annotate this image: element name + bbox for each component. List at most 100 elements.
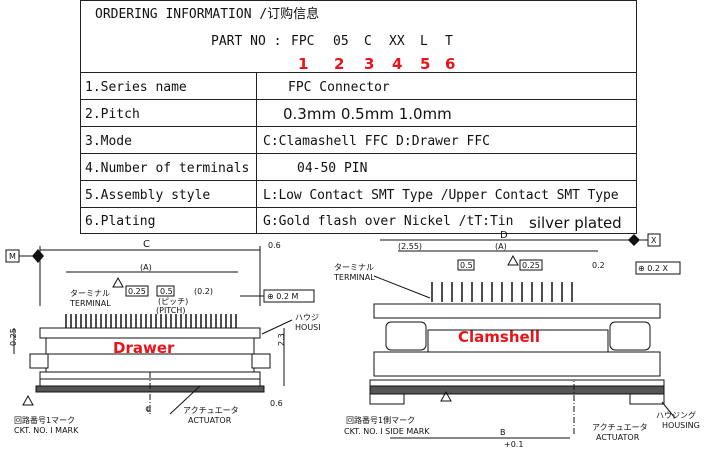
dim-05-label: 0.5 <box>460 261 473 270</box>
clamshell-title: Clamshell <box>458 328 540 346</box>
part-no-label: PART NO : <box>211 34 282 49</box>
note-triangle-icon <box>440 390 452 402</box>
position-number-1: 1 <box>298 55 309 73</box>
dim-05-label: 0.5 <box>160 287 173 296</box>
housing-rail <box>369 379 665 387</box>
housing-top <box>39 327 261 339</box>
datum-triangle-icon <box>628 234 640 246</box>
table-rule <box>81 233 636 234</box>
table-rule <box>81 153 636 154</box>
row-value-mode: C:Clamashell FFC D:Drawer FFC <box>263 134 490 149</box>
left-foot <box>369 393 405 405</box>
part-code-3: C <box>364 34 372 49</box>
actuator-jp-label: アクチュエータ <box>592 423 648 432</box>
table-rule <box>81 126 636 127</box>
dim-02-label: (0.2) <box>194 287 213 296</box>
terminal-pins <box>65 314 237 328</box>
table-rule <box>81 99 636 100</box>
row-value-series: FPC Connector <box>288 80 390 95</box>
dim-a-label: (A) <box>495 242 507 251</box>
dim-c-label: C <box>143 239 150 250</box>
part-code-4: XX <box>389 34 405 49</box>
circuit-mark-jp-label: 回路番号1マーク <box>14 415 75 425</box>
clamshell-drawing: D X (2.55) (A) 0.5 0.25 0.2 ターミナル TERMIN… <box>330 230 706 449</box>
terminal-label: TERMINAL <box>69 299 111 308</box>
housing-right-pocket <box>609 321 651 351</box>
actuator-jp-label: アクチュエータ <box>183 406 239 415</box>
ordering-title: ORDERING INFORMATION /订购信息 <box>95 7 320 22</box>
housing-label: HOUSING <box>662 421 700 430</box>
datum-box <box>647 233 661 247</box>
actuator-label: ACTUATOR <box>596 433 640 442</box>
leader-line <box>661 401 676 419</box>
dim-025-label: 0.25 <box>522 261 540 270</box>
circuit-mark-jp-label: 回路番号1側マーク <box>346 415 415 425</box>
centerline-label: ℄ <box>146 405 152 414</box>
leader-line <box>261 319 293 335</box>
dim-025-label: 0.25 <box>128 287 146 296</box>
housing-left-pocket <box>385 321 427 351</box>
plating-extra-note: silver plated <box>526 214 625 232</box>
row-label-series: 1.Series name <box>85 80 187 95</box>
row-label-terminals: 4.Number of terminals <box>85 161 250 176</box>
dim-box <box>156 285 175 297</box>
part-code-6: T <box>445 34 453 49</box>
row-label-assembly: 5.Assembly style <box>85 188 211 203</box>
circuit-mark-label: CKT. NO. I SIDE MARK <box>344 427 430 436</box>
terminal-jp-label: ターミナル <box>334 263 374 272</box>
housing-top <box>373 303 661 319</box>
part-code-1: FPC <box>291 34 315 49</box>
clamshell-svg: D X (2.55) (A) 0.5 0.25 0.2 ターミナル TERMIN… <box>333 230 700 449</box>
bottom-dim-label: +0.1 <box>504 440 523 449</box>
row-value-assembly: L:Low Contact SMT Type /Upper Contact SM… <box>263 188 619 203</box>
note-triangle-icon <box>507 254 519 266</box>
leader-line <box>373 275 431 299</box>
dim-box <box>457 259 475 271</box>
housing-jp-label: ハウジ <box>295 313 319 322</box>
note-triangle-icon <box>22 394 34 406</box>
terminal-jp-label: ターミナル <box>70 289 110 298</box>
housing-body <box>373 351 661 377</box>
row-label-pitch: 2.Pitch <box>85 107 140 122</box>
dim-b-label: B <box>500 428 506 437</box>
ordering-table: ORDERING INFORMATION /订购信息 PART NO : FPC… <box>80 0 637 234</box>
actuator-bar <box>369 385 665 395</box>
position-number-3: 3 <box>364 55 375 73</box>
dim-06-top: 0.6 <box>268 241 281 250</box>
table-rule <box>81 72 636 73</box>
housing-left-tab <box>29 353 49 369</box>
housing-jp-label: ハウジング <box>656 410 696 420</box>
drawer-svg: M C 0.6 (A) ターミナル TERMINAL 0.25 0.5 (0.2… <box>5 239 321 435</box>
dim-box <box>125 285 149 297</box>
row-label-mode: 3.Mode <box>85 134 132 149</box>
position-number-2: 2 <box>334 55 345 73</box>
dim-06-bottom: 0.6 <box>270 399 283 408</box>
housing-body <box>45 337 255 373</box>
pitch-label: (PITCH) <box>156 306 185 315</box>
position-number-5: 5 <box>420 55 431 73</box>
tolerance-flag-label: ⊕ 0.2 X <box>638 264 669 273</box>
dim-255-label: (2.55) <box>398 242 422 251</box>
table-rule <box>81 0 636 1</box>
row-value-terminals: 04-50 PIN <box>297 161 368 176</box>
part-code-2: 05 <box>333 34 349 49</box>
table-rule <box>81 180 636 181</box>
housing-right-tab <box>251 353 271 369</box>
datum-triangle-icon <box>32 249 44 263</box>
circuit-mark-label: CKT. NO. I MARK <box>14 426 79 435</box>
drawer-drawing: M C 0.6 (A) ターミナル TERMINAL 0.25 0.5 (0.2… <box>0 236 350 449</box>
part-code-5: L <box>420 34 428 49</box>
housing-label: HOUSI <box>295 323 321 332</box>
table-column-rule <box>256 72 257 234</box>
actuator-label: ACTUATOR <box>188 416 232 425</box>
dim-d-label: D <box>500 230 508 241</box>
drawer-title: Drawer <box>113 339 175 357</box>
position-number-6: 6 <box>445 55 456 73</box>
dim-a-label: (A) <box>140 263 152 272</box>
terminal-pins <box>431 282 573 302</box>
position-number-4: 4 <box>392 55 403 73</box>
dim-23-label: 2.3 <box>277 333 286 346</box>
datum-x-label: X <box>651 236 657 245</box>
row-label-plating: 6.Plating <box>85 214 156 229</box>
